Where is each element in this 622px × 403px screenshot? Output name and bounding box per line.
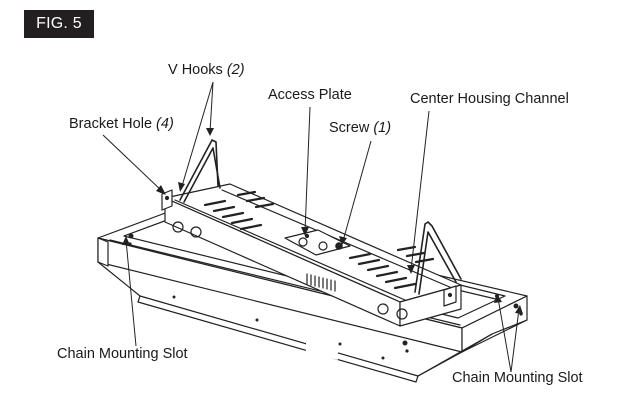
leader-lines xyxy=(102,81,520,373)
callout-chain-slot-right-text: Chain Mounting Slot xyxy=(452,370,583,386)
callout-center-housing-channel-text: Center Housing Channel xyxy=(410,91,569,107)
v-hook-left xyxy=(179,139,221,203)
leader-access-plate xyxy=(304,106,311,233)
callout-chain-slot-right: Chain Mounting Slot xyxy=(452,369,583,387)
leader-chain-slot-right-a xyxy=(497,297,512,373)
callout-bracket-hole-text: Bracket Hole xyxy=(69,116,153,132)
leader-chain-slot-left xyxy=(125,239,137,347)
callout-screw: Screw (1) xyxy=(329,119,391,137)
callout-center-housing-channel: Center Housing Channel xyxy=(410,90,569,108)
bracket-left xyxy=(161,189,173,211)
channel-knockouts xyxy=(172,221,408,320)
access-plate xyxy=(284,229,351,256)
bracket-right xyxy=(443,285,457,307)
callout-v-hooks: V Hooks (2) xyxy=(168,61,245,79)
callout-access-plate: Access Plate xyxy=(268,86,352,104)
v-hook-right xyxy=(414,221,462,295)
arrow-chain-slot-right-b xyxy=(515,305,523,314)
arrow-center-channel xyxy=(407,265,415,274)
leader-center-channel xyxy=(410,110,430,271)
callout-access-plate-text: Access Plate xyxy=(268,87,352,103)
arrow-chain-slot-right-a xyxy=(494,294,502,303)
callout-screw-qty: (1) xyxy=(373,120,392,136)
callout-v-hooks-text: V Hooks xyxy=(168,62,223,78)
leader-v-hooks-right xyxy=(181,81,214,187)
callout-bracket-hole: Bracket Hole (4) xyxy=(69,115,174,133)
channel-vent-slots xyxy=(203,190,435,290)
callout-chain-slot-left-text: Chain Mounting Slot xyxy=(57,346,188,362)
callout-bracket-hole-qty: (4) xyxy=(156,116,174,132)
leader-screw xyxy=(342,140,372,242)
callout-v-hooks-qty: (2) xyxy=(226,62,245,78)
arrow-chain-slot-left xyxy=(122,236,130,245)
callout-chain-slot-left: Chain Mounting Slot xyxy=(57,345,188,363)
side-vent xyxy=(306,273,338,360)
arrow-bracket-hole xyxy=(156,185,166,195)
callout-screw-text: Screw xyxy=(329,120,370,136)
arrowheads xyxy=(122,128,523,314)
leader-chain-slot-right-b xyxy=(510,308,520,373)
arrow-v-hook-2 xyxy=(178,182,185,192)
figure-label: FIG. 5 xyxy=(24,10,94,38)
arrow-screw xyxy=(339,236,347,245)
screw xyxy=(335,242,343,250)
leader-bracket-hole xyxy=(102,134,164,193)
arrow-access-plate xyxy=(301,227,309,236)
leader-v-hooks-left xyxy=(209,81,214,133)
arrow-v-hook xyxy=(206,128,214,136)
